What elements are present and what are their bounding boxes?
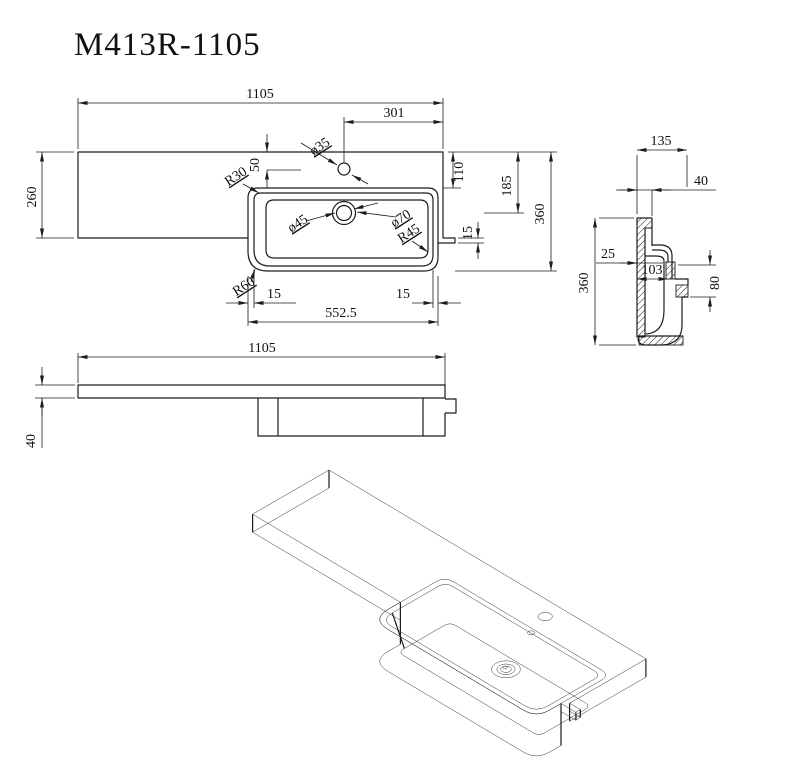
- section-dim-top-width: 135: [651, 134, 672, 149]
- front-dim-total-width: 1105: [248, 341, 275, 356]
- plan-leader-r30: [242, 183, 260, 194]
- section-ext-40: [616, 189, 716, 216]
- plan-dim-drain-hole: ø45: [285, 212, 311, 236]
- iso-tab-bottom: [560, 711, 581, 721]
- plan-dim-total-width: 1105: [246, 87, 273, 102]
- plan-leader-dia35-a: [300, 142, 338, 166]
- section-dim-overflow-gap: 25: [601, 247, 615, 262]
- section-rim-tip-hatch: [665, 261, 676, 280]
- plan-leader-dia35-b: [351, 174, 369, 185]
- iso-drain-flange: [491, 660, 521, 678]
- plan-ext-1105: [77, 98, 444, 149]
- section-dim-overall: 360: [577, 273, 592, 294]
- iso-drain-ring: [496, 663, 516, 675]
- plan-dim-tap-offset: 301: [384, 106, 405, 121]
- front-ext-1105: [77, 353, 446, 396]
- iso-drain-cap: [500, 665, 512, 673]
- section-dim-bowl-depth: 103: [642, 263, 663, 278]
- plan-bowl-bottom: [265, 199, 429, 259]
- section-dim-step-height: 80: [708, 276, 723, 290]
- section-outer-front: [637, 278, 689, 346]
- plan-dim-basin-width: 552.5: [325, 306, 357, 321]
- plan-leader-dia45-b: [353, 202, 379, 210]
- iso-basin-rim: [386, 584, 599, 710]
- front-view: 1105 40: [24, 341, 457, 448]
- iso-bowl-bottom: [400, 623, 589, 735]
- plan-leader-dia70: [356, 211, 397, 218]
- plan-ext-right: [443, 151, 557, 272]
- iso-overflow-hole: [527, 630, 535, 636]
- section-ext-135: [636, 155, 688, 214]
- iso-basin-wall-bottom: [379, 644, 562, 757]
- section-overflow-channel: [645, 244, 673, 279]
- section-dim-wall: 40: [694, 174, 708, 189]
- front-ext-40: [35, 384, 75, 448]
- plan-dim-right-depth: 360: [533, 204, 548, 225]
- page-title: M413R-1105: [74, 27, 261, 63]
- plan-dim-left-depth: 260: [25, 187, 40, 208]
- iso-faucet-hole: [537, 612, 553, 621]
- section-step-hatch: [675, 284, 689, 298]
- front-slab: [77, 384, 446, 399]
- plan-leader-dia45-a: [305, 212, 336, 222]
- iso-view: [252, 469, 647, 757]
- plan-dim-drain-setback: 185: [500, 176, 515, 197]
- iso-counter-top: [252, 469, 647, 715]
- plan-counter-outline: [77, 151, 456, 244]
- plan-faucet-hole: [337, 162, 351, 176]
- plan-drain-inner: [335, 204, 353, 222]
- plan-dim-edge-step: 15: [461, 226, 476, 240]
- plan-dim-tap-hole: ø35: [307, 135, 333, 159]
- section-view: 135 40 360 25 103 80: [577, 134, 723, 346]
- section-ext-360: [599, 217, 636, 346]
- plan-dim-rim-left: 15: [267, 287, 281, 302]
- front-basin: [257, 398, 457, 437]
- iso-basin-outer: [379, 579, 606, 715]
- front-dim-slab-thickness: 40: [24, 434, 39, 448]
- plan-dim-basin-setback: 110: [452, 162, 467, 182]
- plan-view: 1105 301 50 R30 ø35 ø45 ø70 R45 R60 260: [25, 87, 557, 326]
- plan-dim-tap-setback: 50: [248, 158, 263, 172]
- iso-drain-knob: [502, 665, 508, 669]
- iso-vertical-edges: [252, 470, 647, 746]
- plan-leader-r45: [411, 240, 429, 253]
- plan-ext-basin: [247, 270, 439, 326]
- plan-basin-rim: [253, 192, 434, 267]
- plan-dim-rim-right: 15: [396, 287, 410, 302]
- section-bowl-inner: [645, 279, 665, 335]
- plan-basin-outer: [247, 187, 439, 272]
- iso-slab-bottom-edges: [252, 487, 647, 722]
